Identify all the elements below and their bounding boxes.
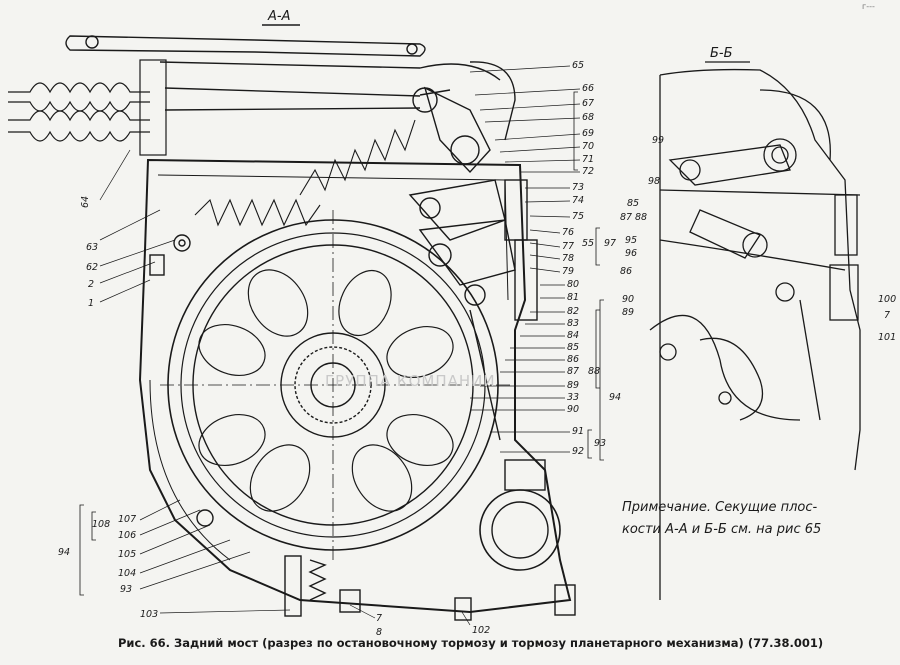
drawing-note: Примечание. Секущие плос- кости А-А и Б-… <box>622 497 821 541</box>
callout-96: 96 <box>625 248 637 259</box>
callout-83: 83 <box>567 318 579 329</box>
callout-71: 71 <box>582 154 594 165</box>
callout-86b: 86 <box>620 266 632 277</box>
corner-mark: г--- <box>862 2 875 11</box>
callout-105: 105 <box>118 549 136 560</box>
callout-2: 2 <box>88 279 94 290</box>
callout-107: 107 <box>118 514 136 525</box>
callout-94: 94 <box>609 392 621 403</box>
callout-66: 66 <box>582 83 594 94</box>
callout-7: 7 <box>376 613 382 624</box>
watermark: ГРУППА КОМПАНИИ <box>325 372 496 390</box>
callout-101: 101 <box>878 332 896 343</box>
callout-106: 106 <box>118 530 136 541</box>
callout-102: 102 <box>472 625 490 636</box>
callout-90b: 90 <box>622 294 634 305</box>
callout-69: 69 <box>582 128 594 139</box>
callout-7b: 7 <box>884 310 890 321</box>
callout-100: 100 <box>878 294 896 305</box>
callout-97: 97 <box>604 238 616 249</box>
callout-76: 76 <box>562 227 574 238</box>
callout-98: 98 <box>648 176 660 187</box>
note-line-1: Примечание. Секущие плос- <box>622 500 818 515</box>
tension-spring <box>194 198 321 227</box>
lever-linkage <box>408 61 538 441</box>
callout-93: 93 <box>594 438 606 449</box>
callout-91: 91 <box>572 426 584 437</box>
section-label-aa: А-А <box>267 9 290 24</box>
callout-73: 73 <box>572 182 584 193</box>
housing <box>138 158 572 614</box>
callout-68: 68 <box>582 112 594 123</box>
callout-89b: 89 <box>622 307 634 318</box>
bearing-boss <box>454 459 576 621</box>
callout-84: 84 <box>567 330 579 341</box>
callout-85: 85 <box>567 342 579 353</box>
callout-90: 90 <box>567 404 579 415</box>
section-label-bb: Б-Б <box>710 46 733 61</box>
callout-55: 55 <box>582 238 594 249</box>
callout-94b: 94 <box>58 547 70 558</box>
drum-windows <box>198 269 454 512</box>
callout-77: 77 <box>562 241 574 252</box>
callout-82: 82 <box>567 306 579 317</box>
callout-62: 62 <box>86 262 98 273</box>
callout-75: 75 <box>572 211 584 222</box>
callout-103: 103 <box>140 609 158 620</box>
callout-87: 87 <box>567 366 579 377</box>
callout-86: 86 <box>567 354 579 365</box>
callout-99: 99 <box>652 135 664 146</box>
callout-74: 74 <box>572 195 584 206</box>
callout-70: 70 <box>582 141 594 152</box>
callout-8: 8 <box>376 627 382 638</box>
callout-93b: 93 <box>120 584 132 595</box>
callout-79: 79 <box>562 266 574 277</box>
callout-104: 104 <box>118 568 136 579</box>
callout-78: 78 <box>562 253 574 264</box>
callout-87b: 87 <box>620 212 632 223</box>
callout-88: 88 <box>588 366 600 377</box>
callout-88b: 88 <box>635 212 647 223</box>
callout-67: 67 <box>582 98 594 109</box>
bellows <box>8 59 167 156</box>
callout-72: 72 <box>582 166 594 177</box>
callout-89: 89 <box>567 380 579 391</box>
callout-95: 95 <box>625 235 637 246</box>
callout-1: 1 <box>88 298 94 309</box>
note-line-2: кости А-А и Б-Б см. на рис 65 <box>622 522 822 537</box>
callout-80: 80 <box>567 279 579 290</box>
callout-92: 92 <box>572 446 584 457</box>
callout-63: 63 <box>86 242 98 253</box>
top-lever <box>65 35 426 57</box>
callout-65: 65 <box>572 60 584 71</box>
callout-33: 33 <box>567 392 579 403</box>
callout-81: 81 <box>567 292 579 303</box>
callout-108: 108 <box>92 519 110 530</box>
bottom-spring <box>308 559 327 601</box>
callout-85b: 85 <box>627 198 639 209</box>
figure-caption: Рис. 66. Задний мост (разрез по останово… <box>118 636 824 650</box>
callout-64: 64 <box>80 196 91 208</box>
section-bb <box>649 61 861 600</box>
